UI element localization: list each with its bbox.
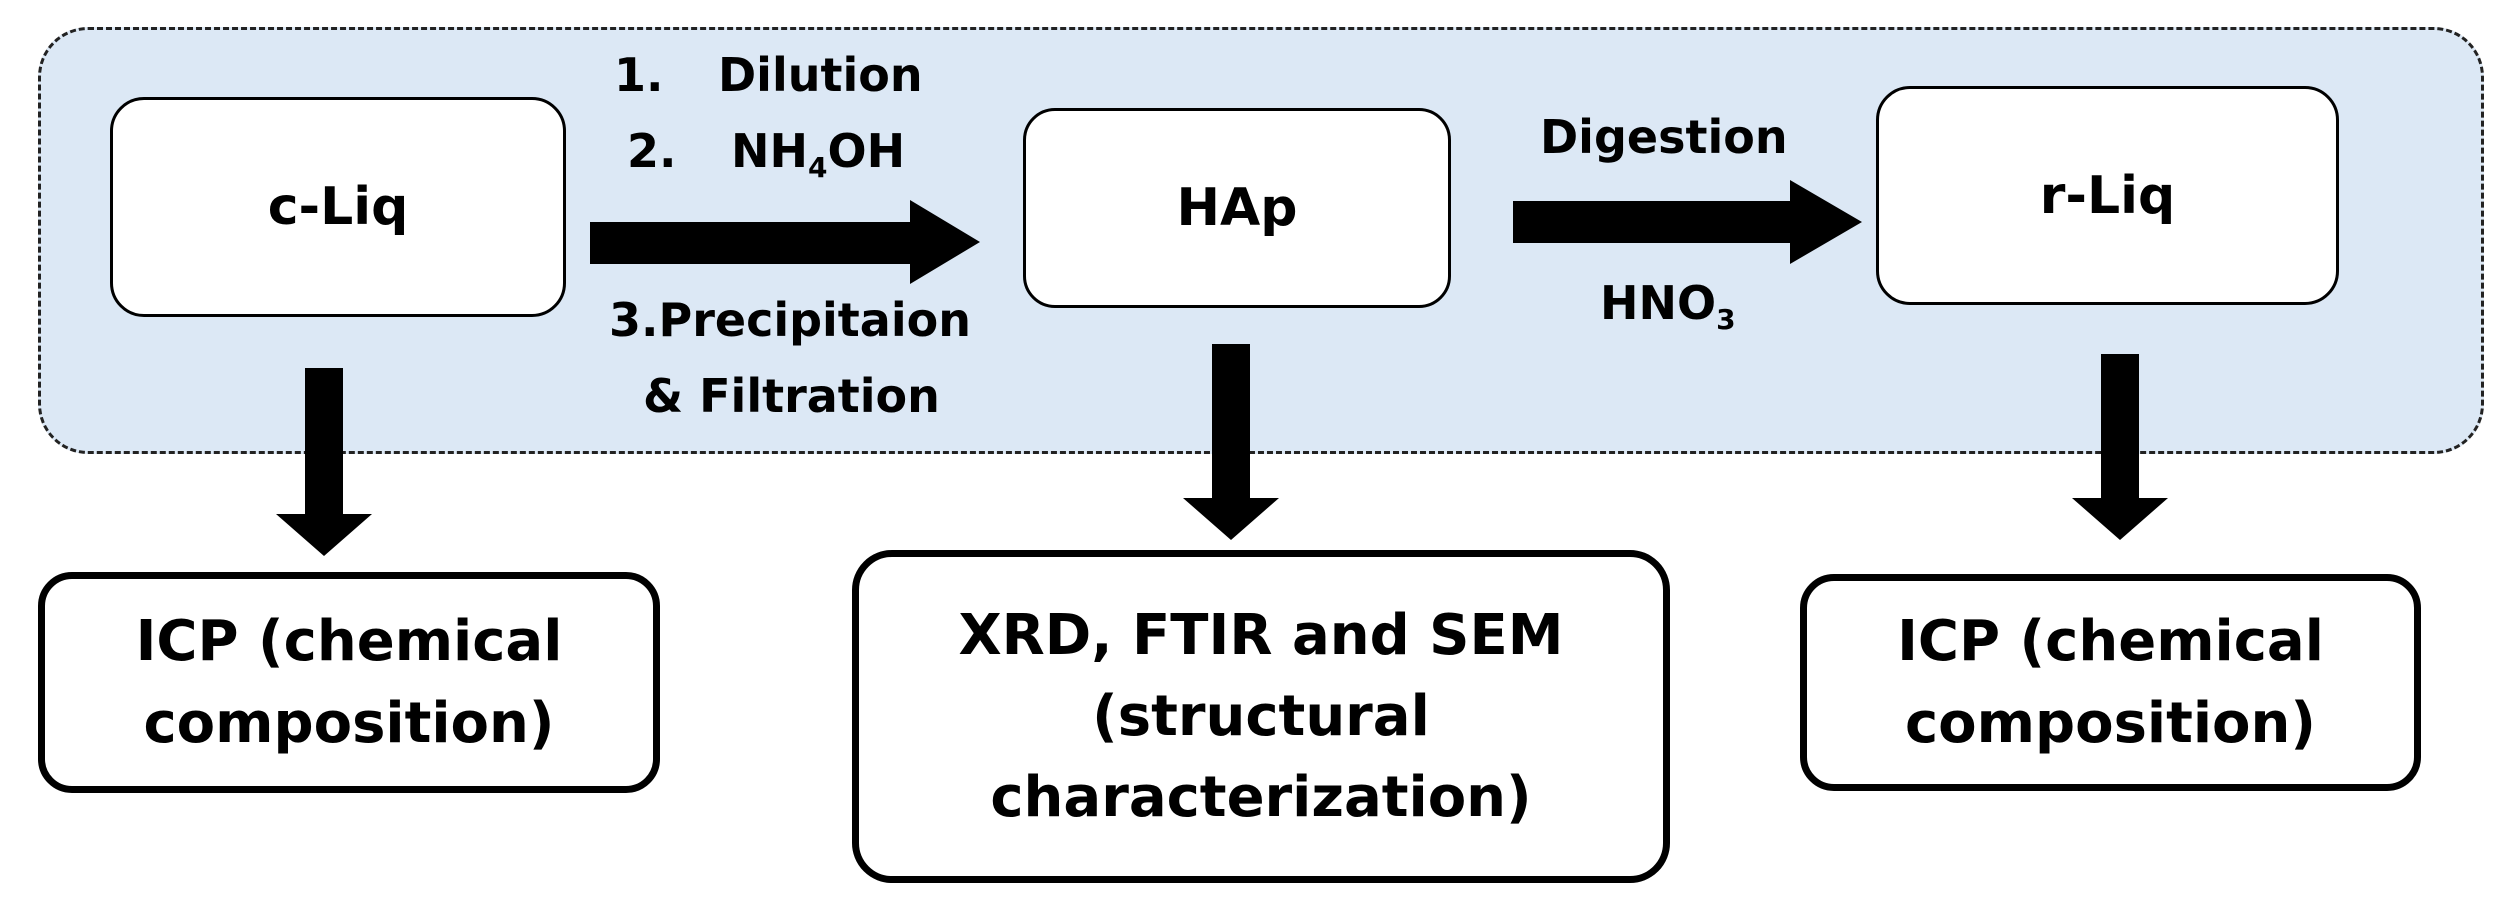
icp-right-line1: ICP (chemical <box>1897 609 2324 675</box>
icp-right-line2: composition) <box>1904 690 2316 756</box>
digestion-label: Digestion <box>1540 110 1788 164</box>
step-3-sublabel: & Filtration <box>643 369 940 423</box>
characterization-line2: (structural <box>1092 683 1430 749</box>
step-3-label: 3.Precipitaion <box>609 293 971 347</box>
step-2-label: 2.NH4OH <box>627 124 906 184</box>
icp-left-box: ICP (chemical composition) <box>38 572 660 793</box>
c-liq-label: c-Liq <box>267 177 409 237</box>
r-liq-node: r-Liq <box>1876 86 2339 305</box>
arrow-hap-to-rliq <box>1513 180 1862 264</box>
characterization-line3: characterization) <box>990 765 1532 831</box>
hap-node: HAp <box>1023 108 1451 308</box>
hno3-label: HNO3 <box>1600 276 1736 336</box>
characterization-line1: XRD, FTIR and SEM <box>958 602 1564 668</box>
arrow-rliq-to-icp <box>2072 354 2168 540</box>
arrow-cliq-to-hap <box>590 200 980 284</box>
c-liq-node: c-Liq <box>110 97 566 317</box>
characterization-box: XRD, FTIR and SEM (structural characteri… <box>852 550 1670 883</box>
arrow-cliq-to-icp <box>276 368 372 556</box>
r-liq-label: r-Liq <box>2039 165 2176 226</box>
step-1-label: 1.Dilution <box>614 48 923 102</box>
icp-left-line2: composition) <box>143 690 555 756</box>
arrow-hap-to-characterization <box>1183 344 1279 540</box>
icp-left-line1: ICP (chemical <box>135 609 563 675</box>
hap-label: HAp <box>1176 178 1298 238</box>
icp-right-box: ICP (chemical composition) <box>1800 574 2421 791</box>
